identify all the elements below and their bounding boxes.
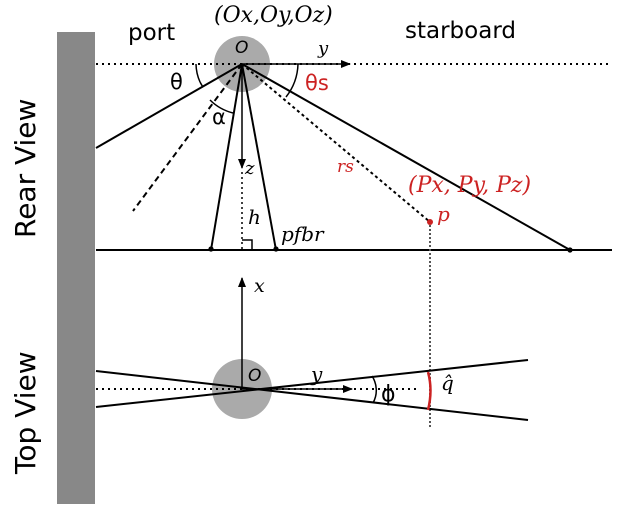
rear-view-label: Rear View	[9, 99, 42, 238]
origin-rear-label: O	[235, 38, 248, 58]
alpha-arc	[209, 99, 234, 114]
beam-left-dashed	[132, 63, 243, 212]
fan-upper-line	[95, 359, 529, 408]
axis-z-rear-label: z	[244, 158, 255, 179]
r-s-label: rs	[337, 157, 354, 177]
phi-arc	[371, 375, 378, 404]
axis-x-top-label: x	[254, 275, 265, 297]
axis-y-top-label: y	[310, 362, 323, 386]
top-view-label: Top View	[9, 351, 42, 475]
theta-s-arc	[285, 63, 299, 98]
p-fbr-label: pfbr	[281, 222, 325, 246]
beam-rs-dotted	[241, 63, 431, 223]
wall-bar	[57, 32, 95, 504]
origin-top-label: O	[248, 366, 261, 386]
q-hat-label: q̂	[441, 371, 454, 395]
fbr-point-left	[208, 246, 214, 252]
fan-lower-line	[95, 370, 529, 421]
alpha-label: α	[212, 105, 226, 129]
theta-arc-2	[199, 81, 204, 88]
phi-label: ϕ	[381, 382, 396, 407]
beam-left-edge	[95, 63, 243, 149]
axis-y-rear-label: y	[317, 38, 329, 59]
point-coords-label: (Px, Py, Pz)	[408, 173, 531, 198]
beam-right-edge	[241, 63, 571, 251]
beam-fbr-left	[210, 63, 243, 251]
beam-fbr-right	[241, 63, 277, 251]
q-hat-segment	[426, 371, 432, 411]
point-p	[427, 219, 433, 225]
origin-coords-label: (Ox,Oy,Oz)	[214, 3, 333, 28]
p-label: p	[437, 202, 450, 226]
theta-arc	[195, 63, 201, 83]
fbr-point-right	[273, 246, 279, 252]
range-end-point	[567, 247, 573, 253]
h-label: h	[248, 205, 261, 229]
starboard-label: starboard	[405, 18, 516, 44]
theta-s-label: θs	[305, 71, 329, 95]
theta-label: θ	[170, 70, 183, 94]
port-label: port	[128, 20, 175, 46]
right-angle-mark	[242, 239, 253, 250]
